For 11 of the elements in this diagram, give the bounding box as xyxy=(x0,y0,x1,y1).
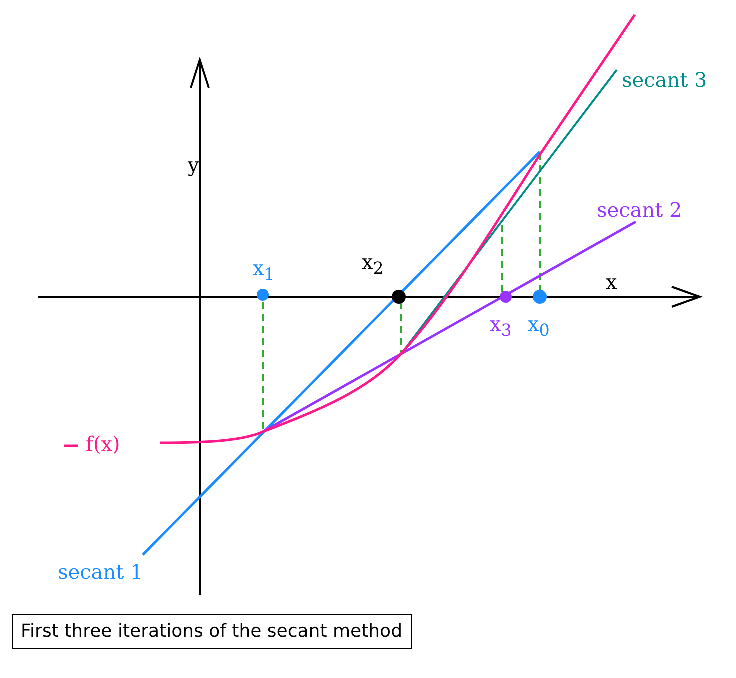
curve-label: f(x) xyxy=(86,434,120,454)
curve-label: secant 2 xyxy=(597,200,682,220)
axis-label: y xyxy=(188,155,200,175)
point-label: x$_{1}$ xyxy=(253,258,275,284)
caption: First three iterations of the secant method xyxy=(12,614,412,649)
curve-label: secant 1 xyxy=(58,562,144,582)
point-label: x$_{0}$ xyxy=(528,314,550,340)
point-label: x$_{3}$ xyxy=(490,314,512,340)
curve-label: secant 3 xyxy=(622,70,708,90)
axis-label: x xyxy=(606,272,618,292)
point-label: x$_{2}$ xyxy=(362,252,384,278)
